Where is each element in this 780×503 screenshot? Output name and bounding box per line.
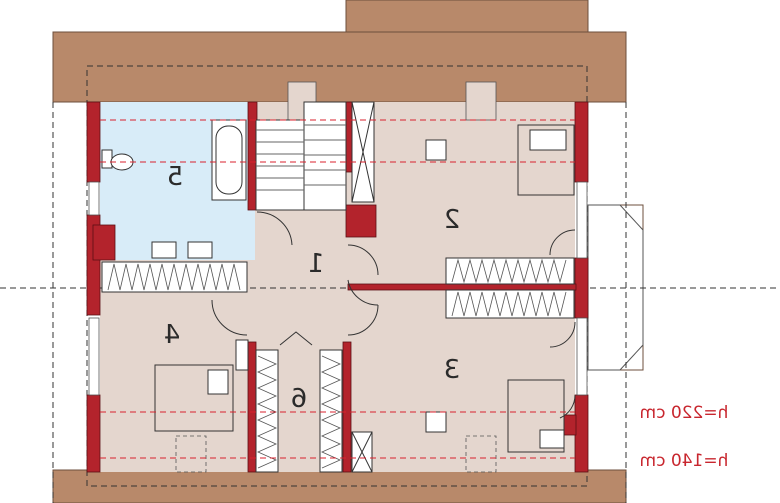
wall-partition-23 [347,283,577,291]
toilet [101,149,113,169]
wall-6-right [342,341,352,473]
roof-eaves [52,0,627,503]
chimney [345,0,589,33]
wall-right-mid [574,257,589,319]
wardrobe-3 [445,289,575,319]
height-legend: h=220 cm h=140 cm [640,403,729,471]
desk-room-2 [425,139,447,161]
room-number-4: 4 [164,320,181,350]
wall-right-lower [574,394,589,473]
room-number-2: 2 [444,205,461,235]
cabinet-room-4 [235,339,249,371]
roof-windows [175,81,497,473]
wall-room2-corner [345,204,377,238]
doors [211,211,576,419]
room-number-1: 1 [308,249,325,279]
legend-h220: h=220 cm [640,403,729,423]
bathroom-fixtures [101,119,247,259]
washbasin-2 [187,241,213,259]
roof-bottom [52,469,627,503]
wall-left-lower [86,394,101,473]
desk-room-3 [425,411,447,433]
washbasin-1 [151,241,177,259]
wardrobe-6a [255,349,279,473]
height-lines [100,119,575,459]
windows [88,181,588,396]
wardrobes [101,257,575,473]
room-number-6: 6 [291,384,308,414]
wall-left-upper [86,101,101,183]
wardrobe-6b [319,349,343,473]
wall-left-block [92,224,116,261]
roof-top [52,31,627,103]
wall-right-upper [574,101,589,183]
legend-h140: h=140 cm [640,451,729,471]
room-number-5: 5 [167,162,184,192]
wall-6-left [247,341,257,473]
ventilation-shaft [351,101,375,473]
beds [154,124,575,453]
room-labels: 5 2 1 4 3 6 [164,162,461,414]
room-number-3: 3 [444,355,461,385]
